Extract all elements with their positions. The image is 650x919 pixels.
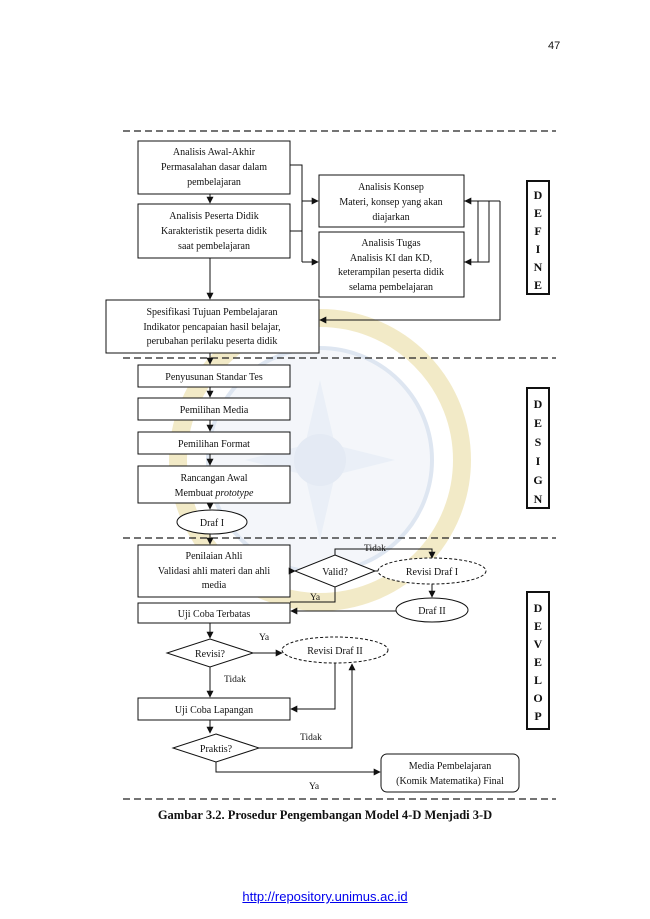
svg-text:Ya: Ya [309, 782, 320, 792]
svg-text:Draf II: Draf II [418, 606, 445, 617]
svg-text:Analisis KI dan KD,: Analisis KI dan KD, [350, 253, 432, 264]
svg-text:F: F [534, 224, 541, 238]
svg-text:Analisis Konsep: Analisis Konsep [358, 182, 424, 193]
revise-draft-2-ellipse: Revisi Draf II [281, 636, 389, 664]
final-product-box: Media Pembelajaran (Komik Matematika) Fi… [380, 753, 520, 793]
svg-text:Materi, konsep yang akan: Materi, konsep yang akan [339, 197, 442, 208]
svg-text:Analisis Peserta Didik: Analisis Peserta Didik [169, 211, 258, 222]
initial-design-box: Rancangan Awal Membuat prototype [137, 465, 291, 504]
svg-text:Analisis Tugas: Analisis Tugas [361, 238, 420, 249]
practical-decision: Praktis? [171, 733, 261, 763]
svg-text:N: N [534, 260, 543, 274]
svg-text:(Komik Matematika) Final: (Komik Matematika) Final [396, 776, 504, 787]
svg-text:Tidak: Tidak [224, 675, 246, 685]
concept-analysis-box: Analisis Konsep Materi, konsep yang akan… [318, 174, 465, 228]
draft-1-ellipse: Draf I [176, 509, 248, 535]
svg-text:E: E [534, 206, 542, 220]
svg-text:Ya: Ya [310, 593, 321, 603]
svg-text:Revisi Draf I: Revisi Draf I [406, 567, 458, 578]
expert-review-box: Penilaian Ahli Validasi ahli materi dan … [137, 544, 291, 598]
svg-text:Penilaian Ahli: Penilaian Ahli [186, 551, 243, 562]
svg-text:Revisi Draf II: Revisi Draf II [307, 646, 363, 657]
footer: http://repository.unimus.ac.id [0, 889, 650, 904]
svg-text:Penyusunan Standar Tes: Penyusunan Standar Tes [165, 372, 263, 383]
revise-draft-1-ellipse: Revisi Draf I [377, 557, 487, 585]
svg-text:diajarkan: diajarkan [372, 212, 409, 223]
svg-text:D: D [534, 601, 543, 615]
svg-text:Validasi ahli materi dan ahli: Validasi ahli materi dan ahli [158, 566, 270, 577]
svg-text:V: V [534, 637, 543, 651]
svg-text:pembelajaran: pembelajaran [187, 177, 241, 188]
svg-text:E: E [534, 416, 542, 430]
svg-text:L: L [534, 673, 542, 687]
svg-text:O: O [533, 691, 542, 705]
revise-decision: Revisi? [165, 638, 255, 668]
svg-text:Revisi?: Revisi? [195, 649, 226, 660]
svg-text:Ya: Ya [259, 633, 270, 643]
svg-text:selama pembelajaran: selama pembelajaran [349, 282, 433, 293]
svg-text:saat pembelajaran: saat pembelajaran [178, 241, 250, 252]
svg-text:Permasalahan dasar dalam: Permasalahan dasar dalam [161, 162, 267, 173]
svg-text:Uji Coba Terbatas: Uji Coba Terbatas [178, 609, 251, 620]
svg-text:media: media [202, 580, 227, 591]
design-phase-label: D E S I G N [526, 387, 550, 509]
svg-text:Pemilihan Format: Pemilihan Format [178, 439, 250, 450]
figure-caption: Gambar 3.2. Prosedur Pengembangan Model … [157, 808, 493, 822]
svg-text:Uji Coba Lapangan: Uji Coba Lapangan [175, 705, 253, 716]
objectives-specification-box: Spesifikasi Tujuan Pembelajaran Indikato… [105, 299, 320, 354]
svg-text:Media Pembelajaran: Media Pembelajaran [409, 761, 491, 772]
define-phase-label: D E F I N E [526, 180, 550, 295]
svg-text:P: P [534, 709, 541, 723]
svg-text:D: D [534, 188, 543, 202]
draft-2-ellipse: Draf II [395, 597, 469, 623]
svg-text:D: D [534, 397, 543, 411]
develop-phase-label: D E V E L O P [526, 591, 550, 730]
svg-text:Pemilihan Media: Pemilihan Media [180, 405, 249, 416]
field-trial-box: Uji Coba Lapangan [137, 697, 291, 721]
task-analysis-box: Analisis Tugas Analisis KI dan KD, keter… [318, 231, 465, 298]
svg-text:Karakteristik peserta didik: Karakteristik peserta didik [161, 226, 267, 237]
svg-text:Membuat prototype: Membuat prototype [175, 488, 254, 499]
svg-text:keterampilan peserta didik: keterampilan peserta didik [338, 267, 444, 278]
test-construction-box: Penyusunan Standar Tes [137, 364, 291, 388]
svg-text:G: G [533, 473, 542, 487]
svg-text:Rancangan Awal: Rancangan Awal [180, 473, 247, 484]
svg-text:perubahan perilaku peserta did: perubahan perilaku peserta didik [147, 336, 278, 347]
svg-text:S: S [535, 435, 542, 449]
svg-text:Tidak: Tidak [364, 544, 386, 554]
svg-text:E: E [534, 619, 542, 633]
front-end-analysis-box: Analisis Awal-Akhir Permasalahan dasar d… [137, 140, 291, 195]
svg-text:I: I [536, 454, 541, 468]
svg-text:Indikator pencapaian hasil bel: Indikator pencapaian hasil belajar, [143, 322, 280, 333]
svg-text:Praktis?: Praktis? [200, 744, 233, 755]
page-number: 47 [548, 40, 561, 52]
svg-text:Valid?: Valid? [322, 567, 348, 578]
learner-analysis-box: Analisis Peserta Didik Karakteristik pes… [137, 203, 291, 259]
svg-text:Tidak: Tidak [300, 733, 322, 743]
svg-text:N: N [534, 492, 543, 506]
svg-text:I: I [536, 242, 541, 256]
repository-link[interactable]: http://repository.unimus.ac.id [242, 889, 408, 904]
svg-text:E: E [534, 655, 542, 669]
svg-text:Analisis Awal-Akhir: Analisis Awal-Akhir [173, 147, 256, 158]
limited-trial-box: Uji Coba Terbatas [137, 602, 291, 624]
svg-text:Draf I: Draf I [200, 518, 224, 529]
media-selection-box: Pemilihan Media [137, 397, 291, 421]
svg-text:E: E [534, 278, 542, 292]
format-selection-box: Pemilihan Format [137, 431, 291, 455]
svg-text:Spesifikasi Tujuan Pembelajara: Spesifikasi Tujuan Pembelajaran [146, 307, 277, 318]
